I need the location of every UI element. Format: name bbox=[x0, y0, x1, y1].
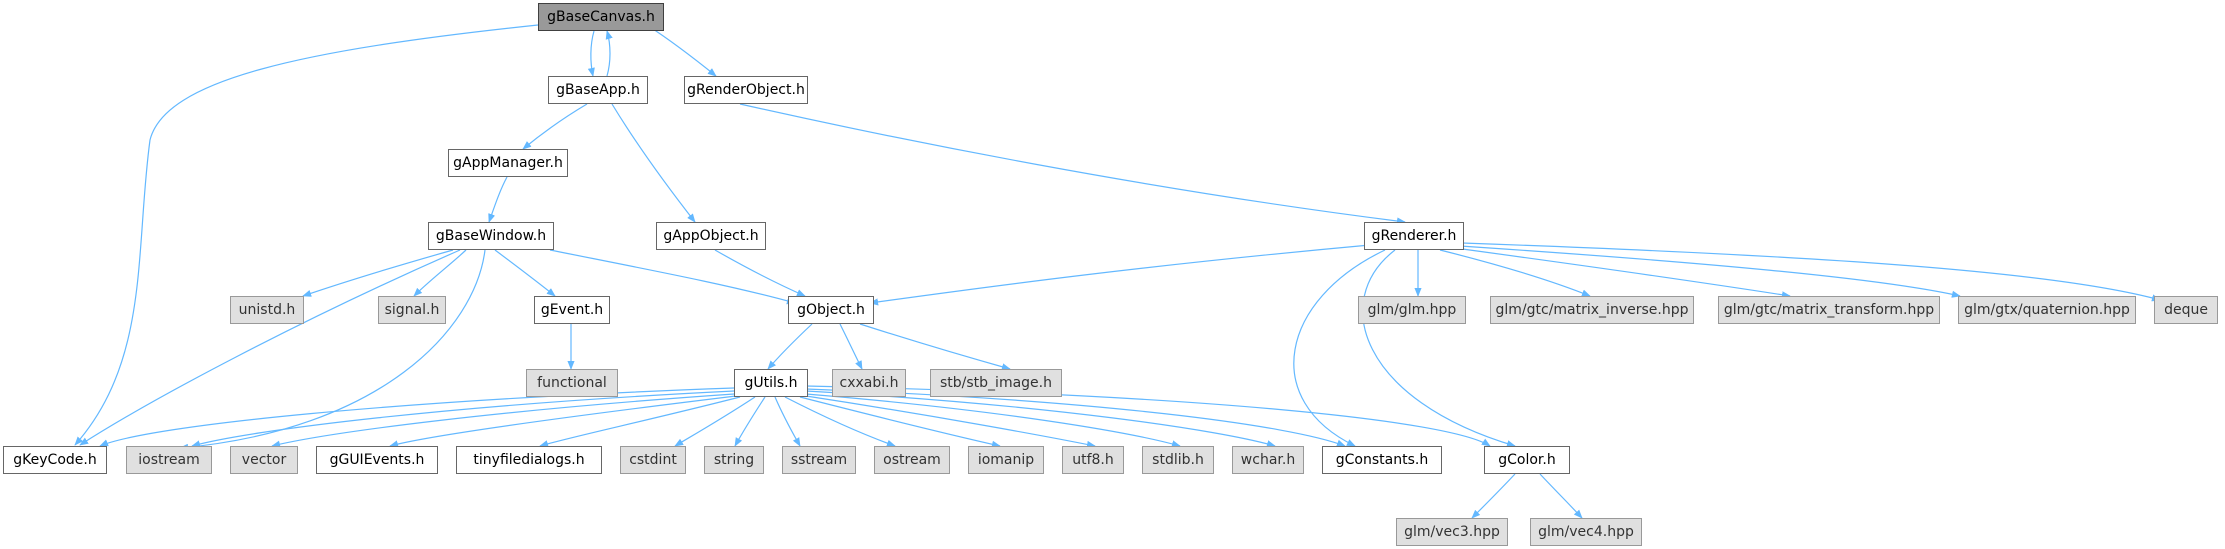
edge-grenderer-gobject bbox=[869, 244, 1371, 306]
node-glm-vec3[interactable]: glm/vec3.hpp bbox=[1396, 518, 1508, 546]
node-gutils[interactable]: gUtils.h bbox=[734, 369, 808, 397]
node-stdlib[interactable]: stdlib.h bbox=[1142, 446, 1214, 474]
node-wchar[interactable]: wchar.h bbox=[1232, 446, 1304, 474]
node-deque[interactable]: deque bbox=[2154, 296, 2218, 324]
edge-grenderer-deque bbox=[1461, 242, 2161, 302]
edge-gutils-iostream bbox=[191, 390, 735, 448]
edge-gbasewindow-gevent bbox=[494, 249, 556, 297]
edge-grenderer-glmtransform bbox=[1454, 247, 1791, 299]
node-gobject[interactable]: gObject.h bbox=[788, 296, 874, 324]
node-iomanip[interactable]: iomanip bbox=[968, 446, 1044, 474]
node-gkeycode[interactable]: gKeyCode.h bbox=[3, 446, 107, 474]
edge-gutils-gconstants bbox=[805, 388, 1346, 447]
edge-gutils-gguievents bbox=[389, 395, 737, 448]
edge-grenderer-gconstants bbox=[1293, 249, 1386, 447]
node-gappobject[interactable]: gAppObject.h bbox=[656, 222, 766, 250]
edge-gappobject-gobject bbox=[714, 249, 806, 297]
edge-gutils-stdlib bbox=[805, 393, 1181, 448]
node-stb-image[interactable]: stb/stb_image.h bbox=[930, 369, 1062, 397]
node-utf8[interactable]: utf8.h bbox=[1062, 446, 1124, 474]
node-gbaseapp[interactable]: gBaseApp.h bbox=[548, 76, 648, 104]
edge-gbaseapp-gbasecanvas bbox=[605, 30, 613, 77]
edge-gutils-tinyfiledialogs bbox=[539, 396, 741, 448]
edge-gbasewindow-signal bbox=[413, 249, 467, 297]
edge-gbasewindow-gobject bbox=[549, 249, 796, 305]
edge-gcolor-glmvec4 bbox=[1539, 473, 1583, 519]
edge-gbasewindow-iostream bbox=[179, 249, 486, 451]
edge-grenderer-glmquaternion bbox=[1459, 245, 1961, 298]
node-iostream[interactable]: iostream bbox=[126, 446, 212, 474]
edge-gutils-ostream bbox=[784, 396, 896, 447]
node-gbasewindow[interactable]: gBaseWindow.h bbox=[428, 222, 554, 250]
edge-grenderobject-grenderer bbox=[739, 103, 1406, 225]
edge-gutils-gcolor bbox=[805, 385, 1491, 447]
node-ostream[interactable]: ostream bbox=[874, 446, 950, 474]
edge-gbasewindow-unistd bbox=[302, 249, 454, 297]
edge-gutils-vector bbox=[271, 393, 735, 448]
node-glm-glm[interactable]: glm/glm.hpp bbox=[1358, 296, 1466, 324]
node-string[interactable]: string bbox=[704, 446, 764, 474]
node-cstdint[interactable]: cstdint bbox=[620, 446, 686, 474]
edge-gutils-sstream bbox=[774, 396, 801, 447]
node-functional[interactable]: functional bbox=[526, 369, 618, 397]
edge-gcolor-glmvec3 bbox=[1471, 473, 1516, 519]
node-gappmanager[interactable]: gAppManager.h bbox=[448, 149, 568, 177]
node-cxxabi[interactable]: cxxabi.h bbox=[832, 369, 906, 397]
node-glm-matrix-transform[interactable]: glm/gtc/matrix_transform.hpp bbox=[1718, 296, 1940, 324]
node-gguievents[interactable]: gGUIEvents.h bbox=[316, 446, 438, 474]
edge-gobject-gutils bbox=[767, 323, 813, 370]
node-gcolor[interactable]: gColor.h bbox=[1484, 446, 1570, 474]
edge-grenderer-glminverse bbox=[1439, 249, 1591, 297]
edge-gbasecanvas-gkeycode bbox=[74, 24, 539, 446]
edge-gutils-string bbox=[734, 396, 766, 447]
edge-gbaseapp-gappobject bbox=[611, 103, 696, 223]
edge-gbasecanvas-grenderobject bbox=[646, 24, 717, 77]
edge-gutils-iomanip bbox=[799, 396, 1001, 448]
node-gevent[interactable]: gEvent.h bbox=[534, 296, 610, 324]
edge-gbasewindow-gkeycode bbox=[79, 249, 461, 446]
edge-gbasecanvas-gbaseapp bbox=[587, 30, 595, 77]
node-grenderer[interactable]: gRenderer.h bbox=[1364, 222, 1464, 250]
node-sstream[interactable]: sstream bbox=[782, 446, 856, 474]
node-glm-matrix-inverse[interactable]: glm/gtc/matrix_inverse.hpp bbox=[1490, 296, 1694, 324]
edge-gbaseapp-gappmanager bbox=[522, 103, 588, 150]
edge-gutils-wchar bbox=[805, 390, 1276, 448]
node-glm-vec4[interactable]: glm/vec4.hpp bbox=[1530, 518, 1642, 546]
edge-grenderer-gcolor bbox=[1362, 249, 1516, 448]
edge-gutils-cstdint bbox=[674, 396, 756, 447]
node-gconstants[interactable]: gConstants.h bbox=[1322, 446, 1442, 474]
edge-gobject-stbimage bbox=[859, 323, 1011, 371]
edge-gutils-utf8 bbox=[805, 395, 1096, 448]
node-glm-quaternion[interactable]: glm/gtx/quaternion.hpp bbox=[1958, 296, 2136, 324]
edge-gobject-cxxabi bbox=[839, 323, 863, 370]
edge-gappmanager-gbasewindow bbox=[488, 176, 508, 223]
node-tinyfiledialogs[interactable]: tinyfiledialogs.h bbox=[456, 446, 602, 474]
node-gbasecanvas[interactable]: gBaseCanvas.h bbox=[538, 3, 664, 31]
node-unistd[interactable]: unistd.h bbox=[230, 296, 304, 324]
node-signal[interactable]: signal.h bbox=[378, 296, 446, 324]
node-vector[interactable]: vector bbox=[230, 446, 298, 474]
node-grenderobject[interactable]: gRenderObject.h bbox=[684, 76, 808, 104]
